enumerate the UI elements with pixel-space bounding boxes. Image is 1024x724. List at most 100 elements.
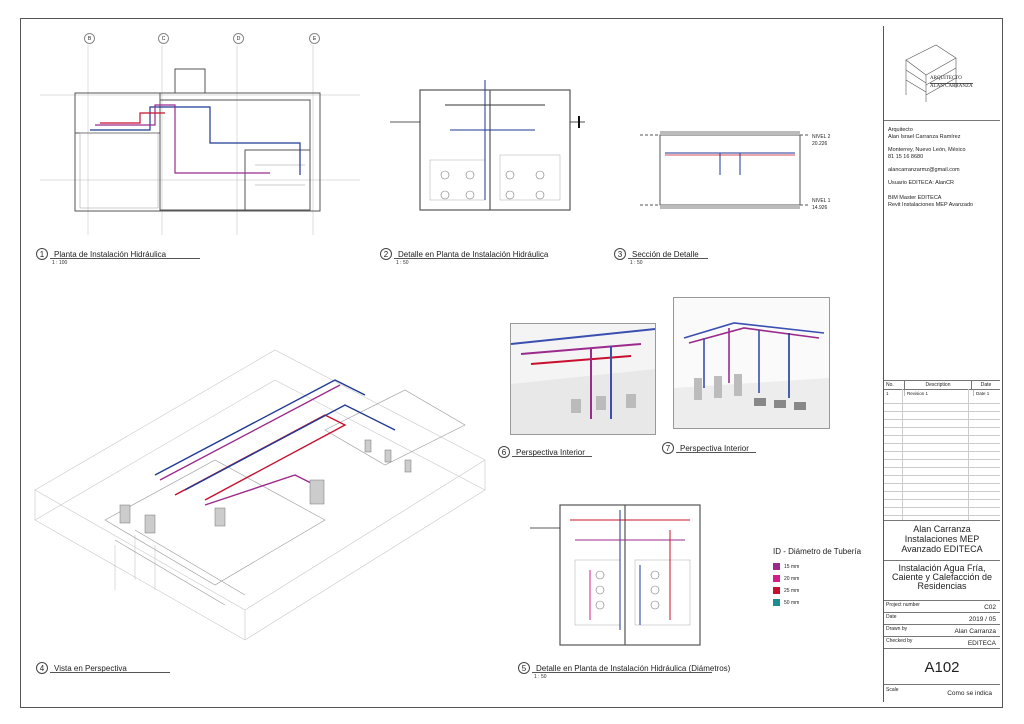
level-1-name: NIVEL 1 — [812, 198, 831, 204]
sheet-number-cell: A102 — [884, 649, 1000, 685]
revision-description: Revision 1 — [905, 390, 974, 397]
field-value: C02 — [984, 604, 996, 611]
level-1-marker: NIVEL 1 14.926 — [812, 198, 830, 212]
scale-value: Como se indica — [947, 690, 992, 697]
legend-title: ID - Diámetro de Tubería — [773, 547, 862, 556]
title-block: ARQUITECTO ALAN CARRANZA Arquitecto Alan… — [883, 26, 1000, 702]
grid-label-c: C — [158, 33, 169, 44]
field-row: Drawn by Alan Carranza — [884, 625, 1000, 637]
project-course: Instalaciones MEP Avanzado EDITECA — [901, 534, 983, 554]
field-row: Date 2019 / 05 — [884, 613, 1000, 625]
revisions-table: No. Description Date 1 Revision 1 Date 1 — [884, 381, 1000, 521]
view-1-scale: 1 : 100 — [52, 260, 68, 266]
legend-item: 25 mm — [773, 587, 861, 594]
level-1-elev: 14.926 — [812, 205, 828, 211]
view-1-number: 1 — [36, 248, 48, 260]
legend-label: 50 mm — [784, 599, 800, 606]
logo-line-2: ALAN CARRANZA — [930, 83, 973, 89]
view-3-scale: 1 : 50 — [630, 260, 643, 266]
project-author: Alan Carranza — [913, 524, 971, 534]
view-4-title: Vista en Perspectiva — [54, 663, 127, 673]
author-role: Arquitecto — [888, 127, 913, 133]
legend-swatch-50 — [773, 599, 780, 606]
level-2-marker: NIVEL 2 20.226 — [812, 134, 830, 148]
view-3-section[interactable] — [640, 95, 840, 220]
course-2: Revit Instalaciones MEP Avanzado — [888, 202, 974, 208]
field-value: Alan Carranza — [954, 628, 996, 635]
view-7-label: 7 Perspectiva Interior — [662, 442, 749, 454]
view-4-label: 4 Vista en Perspectiva — [36, 662, 127, 674]
field-label: Checked by — [886, 638, 913, 644]
field-value: 2019 / 05 — [968, 616, 996, 623]
view-2-detail-plan[interactable] — [390, 60, 590, 225]
view-6-render[interactable] — [510, 323, 656, 435]
legend-item: 15 mm — [773, 563, 861, 570]
view-5-title: Detalle en Planta de Instalación Hidrául… — [536, 663, 731, 673]
field-value: EDITECA — [967, 640, 996, 647]
level-2-elev: 20.226 — [812, 141, 828, 147]
view-4-isometric[interactable] — [25, 290, 495, 660]
revision-header-date: Date — [980, 382, 992, 388]
project-cell: Alan Carranza Instalaciones MEP Avanzado… — [884, 521, 1000, 561]
sheet-title-cell: Instalación Agua Fría, Caiente y Calefac… — [884, 561, 1000, 601]
grid-label-b: B — [84, 33, 95, 44]
legend-swatch-15 — [773, 563, 780, 570]
level-2-name: NIVEL 2 — [812, 134, 831, 140]
view-3-number: 3 — [614, 248, 626, 260]
author-user: Usuario EDITECA: AlanCR — [888, 180, 955, 186]
field-row: Project number C02 — [884, 601, 1000, 613]
view-6-label: 6 Perspectiva Interior — [498, 446, 585, 458]
field-label: Drawn by — [886, 626, 908, 632]
view-5-diameter-plan[interactable] — [530, 490, 710, 650]
legend-swatch-25 — [773, 587, 780, 594]
field-label: Project number — [886, 602, 920, 608]
view-7-number: 7 — [662, 442, 674, 454]
view-2-label: 2 Detalle en Planta de Instalación Hidrá… — [380, 248, 548, 260]
view-5-label: 5 Detalle en Planta de Instalación Hidrá… — [518, 662, 730, 674]
revision-no: 1 — [884, 390, 905, 397]
view-4-number: 4 — [36, 662, 48, 674]
view-1-title: Planta de Instalación Hidráulica — [54, 249, 167, 259]
revision-header-description: Description — [905, 381, 972, 389]
view-7-title: Perspectiva Interior — [680, 443, 749, 453]
legend-item: 50 mm — [773, 599, 861, 606]
legend-label: 15 mm — [784, 563, 800, 570]
course-1: BIM Master EDITECA — [888, 195, 942, 201]
logo-line-1: ARQUITECTO — [930, 76, 962, 81]
sheet-number: A102 — [924, 659, 960, 676]
field-label: Date — [886, 614, 897, 620]
revision-header-no: No. — [884, 381, 905, 389]
revision-date: Date 1 — [976, 391, 990, 396]
author-name: Alan Israel Carranza Ramírez — [888, 134, 961, 140]
scale-label: Scale — [886, 687, 899, 693]
grid-label-e: E — [309, 33, 320, 44]
author-phone: 81 15 16 8680 — [888, 154, 924, 160]
view-2-title: Detalle en Planta de Instalación Hidrául… — [398, 249, 549, 259]
logo-cell: ARQUITECTO ALAN CARRANZA — [884, 26, 1000, 121]
author-info-cell: Arquitecto Alan Israel Carranza Ramírez … — [884, 121, 1000, 381]
view-5-scale: 1 : 50 — [534, 674, 547, 680]
architect-logo — [905, 44, 957, 102]
legend-label: 25 mm — [784, 587, 800, 594]
view-6-number: 6 — [498, 446, 510, 458]
field-row: Checked by EDITECA — [884, 637, 1000, 649]
scale-row: Scale Como se indica — [884, 685, 1000, 702]
pipe-diameter-legend: ID - Diámetro de Tubería 15 mm 20 mm 25 … — [773, 547, 861, 611]
view-2-scale: 1 : 50 — [396, 260, 409, 266]
view-3-title: Sección de Detalle — [632, 249, 699, 259]
view-5-number: 5 — [518, 662, 530, 674]
grid-label-d: D — [233, 33, 244, 44]
view-7-render[interactable] — [673, 297, 830, 429]
legend-swatch-20 — [773, 575, 780, 582]
author-city: Monterrey, Nuevo León, México — [888, 147, 966, 153]
author-email: alancarranzarmz@gmail.com — [888, 167, 960, 173]
legend-item: 20 mm — [773, 575, 861, 582]
drawing-sheet-border — [20, 18, 1003, 708]
view-2-number: 2 — [380, 248, 392, 260]
legend-label: 20 mm — [784, 575, 800, 582]
view-1-label: 1 Planta de Instalación Hidráulica — [36, 248, 166, 260]
view-6-title: Perspectiva Interior — [516, 447, 585, 457]
view-1-floor-plan[interactable] — [40, 45, 360, 235]
sheet-title: Instalación Agua Fría, Caiente y Calefac… — [891, 563, 993, 591]
view-3-label: 3 Sección de Detalle — [614, 248, 699, 260]
